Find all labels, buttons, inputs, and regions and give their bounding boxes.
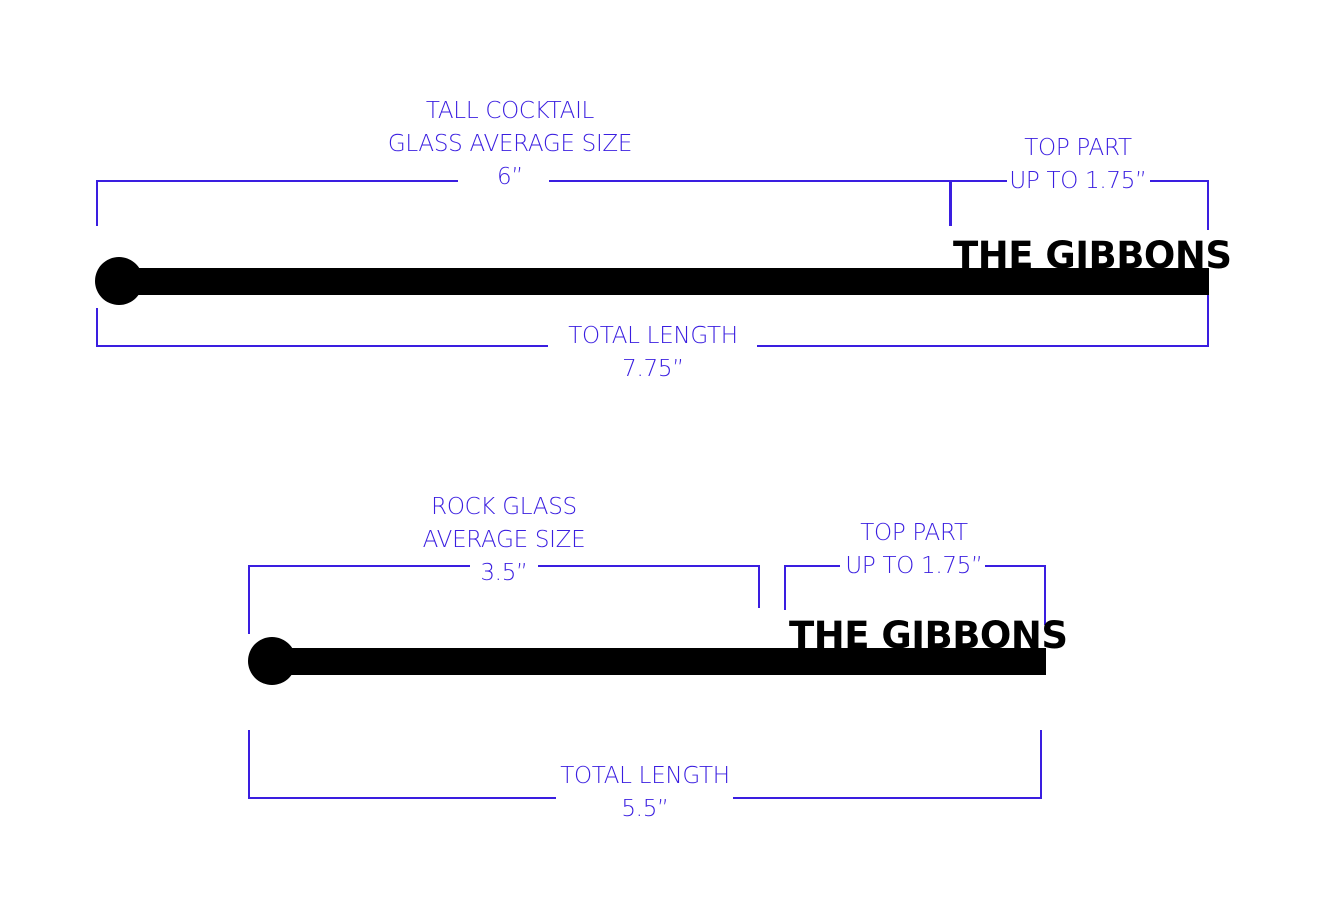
tall-top-bracket-right <box>1150 180 1209 230</box>
rock-total-label-line2: 5.5” <box>621 796 669 822</box>
rock-top-bracket-right <box>985 565 1046 625</box>
tall-brand-text: THE GIBBONS <box>953 234 1232 277</box>
tall-total-bracket-right <box>757 280 1209 347</box>
rock-total-bracket-right <box>733 730 1042 799</box>
rock-glass-label: ROCK GLASS AVERAGE SIZE 3.5” <box>423 491 586 590</box>
tall-total-label-line1: TOTAL LENGTH <box>568 323 738 349</box>
rock-glass-label-line2: AVERAGE SIZE <box>422 527 586 553</box>
tall-glass-bracket-left <box>96 180 458 226</box>
tall-total-label-line2: 7.75” <box>622 356 684 382</box>
tall-top-bracket-left <box>950 180 1007 226</box>
rock-total-label-line1: TOTAL LENGTH <box>560 763 730 789</box>
rock-top-label: TOP PART UP TO 1.75” <box>845 517 983 583</box>
rock-glass-label-line1: ROCK GLASS <box>431 494 577 520</box>
tall-glass-label: TALL COCKTAIL GLASS AVERAGE SIZE 6” <box>387 95 633 194</box>
rock-total-label: TOTAL LENGTH 5.5” <box>560 760 730 826</box>
tall-top-label-line1: TOP PART <box>1024 135 1132 161</box>
rock-glass-bracket-right <box>538 565 760 608</box>
tall-top-label-line2: UP TO 1.75” <box>1009 168 1147 194</box>
rock-glass-label-line3: 3.5” <box>480 560 528 586</box>
rock-total-bracket-left <box>248 730 556 799</box>
rock-glass-bracket-left <box>248 565 470 634</box>
tall-top-label: TOP PART UP TO 1.75” <box>1009 132 1147 198</box>
rock-stick-shaft <box>272 648 1046 675</box>
rock-top-label-line2: UP TO 1.75” <box>845 553 983 579</box>
tall-glass-label-line2: GLASS AVERAGE SIZE <box>387 131 633 157</box>
rock-brand-text: THE GIBBONS <box>789 614 1068 657</box>
tall-glass-label-line1: TALL COCKTAIL <box>425 98 595 124</box>
tall-total-label: TOTAL LENGTH 7.75” <box>568 320 738 386</box>
tall-total-bracket-left <box>96 308 548 347</box>
rock-top-label-line1: TOP PART <box>860 520 968 546</box>
rock-top-bracket-left <box>784 565 840 610</box>
tall-stick-shaft <box>119 268 1209 295</box>
tall-glass-label-line3: 6” <box>497 164 523 190</box>
